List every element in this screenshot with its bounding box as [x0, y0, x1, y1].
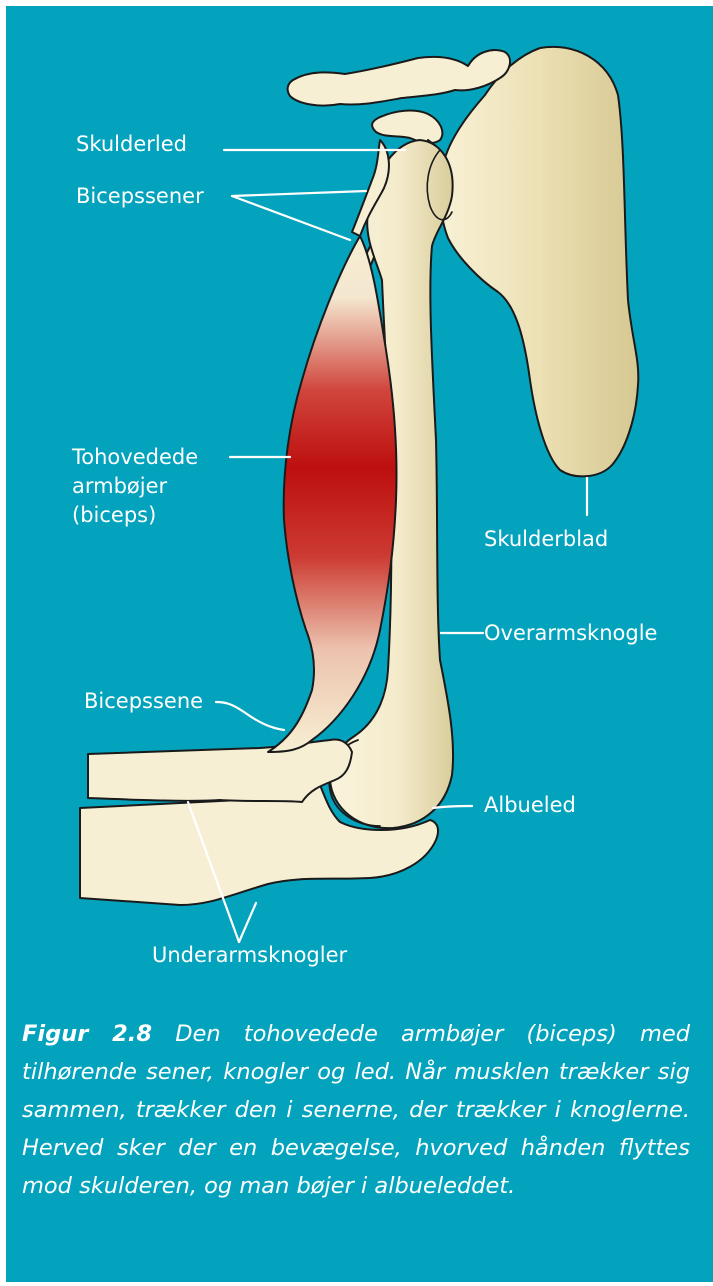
- label-bicepssene: Bicepssene: [84, 686, 203, 716]
- leader-albueled: [433, 806, 472, 808]
- biceps-muscle: [268, 236, 397, 752]
- label-biceps: (biceps): [72, 500, 156, 530]
- label-skulderled: Skulderled: [76, 129, 187, 159]
- label-armbojer: armbøjer: [72, 471, 167, 501]
- label-skulderblad: Skulderblad: [484, 524, 608, 554]
- label-bicepssener: Bicepssener: [76, 181, 204, 211]
- label-underarmsknogler: Underarmsknogler: [152, 940, 347, 970]
- clavicle-shape: [288, 50, 510, 105]
- label-albueled: Albueled: [484, 790, 576, 820]
- scapula-shape: [440, 47, 638, 476]
- caption-text: Den tohovedede armbøjer (biceps) med til…: [22, 1021, 690, 1199]
- leader-bicepssener-2: [232, 196, 350, 240]
- coracoid-shape: [372, 111, 442, 144]
- leader-bicepssene: [216, 702, 284, 730]
- label-tohovedede: Tohovedede: [72, 442, 198, 472]
- figure-caption: Figur 2.8 Den tohovedede armbøjer (bicep…: [22, 1015, 690, 1205]
- leader-bicepssener-1: [232, 191, 366, 196]
- label-overarmsknogle: Overarmsknogle: [484, 618, 657, 648]
- caption-figure-number: Figur 2.8: [22, 1021, 152, 1047]
- leader-underarm-2: [239, 903, 256, 942]
